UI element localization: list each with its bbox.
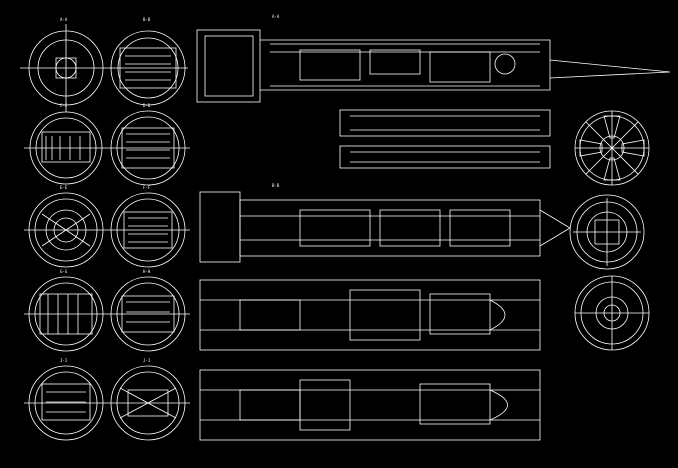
label-elevation-1: A-A [272,14,280,19]
section-views-left [20,24,190,441]
section-f-f [108,192,190,268]
label-section-g-g: G-G [60,269,68,274]
section-g-g [24,276,108,352]
elevation-top [196,29,671,103]
cutterhead-views [569,110,650,351]
label-section-c-c: C-C [60,103,68,108]
elevation-views [196,29,671,441]
label-section-d-d: D-D [143,103,151,108]
section-c-c [24,111,108,185]
section-j-j [108,365,190,441]
label-section-h-h: H-H [143,269,151,274]
section-e-e [24,192,108,268]
plan-strips [339,109,551,169]
label-section-j-j: J-J [143,358,151,363]
section-i-i [24,365,108,441]
label-section-e-e: E-E [60,185,68,190]
section-b-b [110,30,188,106]
label-section-i-i: I-I [60,358,68,363]
cutterhead-spokes [574,110,650,186]
elevation-middle [199,191,571,263]
label-section-f-f: F-F [143,185,151,190]
plan-bottom [199,369,541,441]
label-elevation-2: B-B [272,183,280,188]
plan-lower [199,279,541,351]
cutterhead-front [569,194,645,270]
label-section-a-a: A-A [60,17,68,22]
label-section-b-b: B-B [143,17,151,22]
cutterhead-rear [574,275,650,351]
section-d-d [108,110,190,186]
section-a-a [20,24,112,112]
section-h-h [108,276,190,352]
